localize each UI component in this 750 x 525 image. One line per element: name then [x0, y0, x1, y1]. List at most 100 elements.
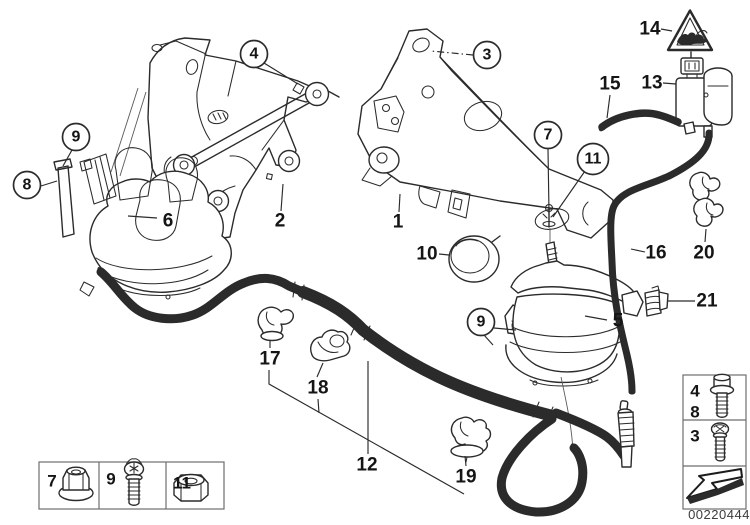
legend-label-9[interactable]: 9 [106, 470, 115, 489]
callout-number: 4 [250, 46, 259, 63]
drawing-number: 00220444 [688, 507, 750, 522]
callout-leader-line [317, 398, 320, 414]
part-clip-19 [450, 416, 492, 463]
callout-circle [466, 307, 496, 337]
callout-leader-line [493, 327, 517, 331]
flange-bolt-icon [709, 373, 735, 418]
callout-10[interactable]: 10 [416, 244, 450, 265]
hex-nut-icon [173, 473, 209, 502]
callout-leader-line [630, 248, 646, 253]
callout-number: 17 [259, 349, 280, 370]
hose-end-connector [617, 400, 635, 468]
callout-leader-line [606, 94, 611, 119]
callout-number: 13 [641, 73, 662, 94]
callout-number: 16 [645, 243, 666, 264]
part-engine-mount-5 [504, 227, 644, 453]
legend-label-7[interactable]: 7 [47, 472, 56, 491]
callout-number: 12 [356, 455, 377, 476]
callout-leader-line [40, 180, 58, 187]
legend-fasteners-right [682, 373, 747, 510]
callout-2[interactable]: 2 [275, 183, 286, 232]
part-vacuum-hose-15 [598, 109, 682, 132]
part-engine-bracket-1 [357, 28, 614, 239]
callout-leader-line [263, 62, 299, 85]
callout-number: 21 [696, 291, 718, 312]
callout-7[interactable]: 7 [533, 120, 563, 214]
callout-9[interactable]: 9 [466, 307, 517, 346]
callout-16[interactable]: 16 [630, 243, 667, 264]
part-clip-18 [310, 329, 351, 362]
callout-12[interactable]: 12 [356, 361, 378, 476]
callout-leader-line [483, 334, 494, 346]
callout-14[interactable]: 14 [639, 19, 673, 40]
callout-number: 5 [613, 311, 624, 332]
callout-number: 11 [585, 151, 602, 168]
legend-label-8[interactable]: 8 [690, 403, 699, 422]
callout-circle [239, 39, 269, 69]
callout-number: 18 [307, 378, 328, 399]
callout-leader-line [662, 82, 677, 85]
callout-number: 15 [599, 74, 621, 95]
callout-4[interactable]: 4 [239, 39, 299, 85]
callout-leader-line [438, 253, 450, 256]
callout-number: 19 [455, 467, 476, 488]
callout-number: 9 [72, 129, 81, 146]
callout-leader-line [316, 362, 324, 378]
callout-19[interactable]: 19 [455, 455, 477, 488]
part-vacuum-valve-13 [675, 57, 733, 138]
callout-11[interactable]: 11 [552, 142, 610, 218]
callout-leader-line [127, 215, 158, 219]
callout-circle [12, 170, 42, 200]
legend-label-11[interactable]: 11 [173, 474, 191, 493]
callout-1[interactable]: 1 [393, 193, 404, 233]
flange-nut-icon [58, 466, 94, 502]
callout-15[interactable]: 15 [599, 74, 621, 119]
callout-leader-line [464, 455, 467, 467]
callout-number: 6 [163, 211, 174, 232]
part-vibration-damper-10 [448, 235, 501, 283]
torque-strut [187, 81, 340, 167]
callout-13[interactable]: 13 [641, 73, 677, 94]
part-engine-mount-6 [53, 147, 232, 300]
callout-number: 9 [477, 314, 486, 331]
callout-number: 1 [393, 212, 404, 233]
callout-leader-line [704, 228, 707, 243]
callout-leader-line [552, 170, 586, 218]
callout-circle [533, 120, 563, 150]
part-vacuum-pipe-16 [607, 129, 713, 395]
callout-leader-line [398, 193, 401, 213]
callout-leader-line [268, 370, 465, 495]
callout-number: 10 [416, 244, 437, 265]
callout-number: 14 [639, 19, 661, 40]
callout-circle [61, 122, 91, 152]
callout-20[interactable]: 20 [693, 228, 715, 264]
callout-number: 3 [483, 47, 492, 64]
legend-fasteners-left [38, 458, 225, 510]
part-vacuum-hose-assembly-12 [96, 266, 635, 517]
callout-6[interactable]: 6 [127, 211, 174, 232]
callout-circle [576, 142, 610, 176]
screw-bolt-icon [123, 458, 145, 506]
callout-17[interactable]: 17 [259, 340, 465, 495]
callout-number: 20 [693, 243, 714, 264]
callout-21[interactable]: 21 [668, 291, 718, 312]
callout-leader-line [62, 149, 73, 167]
callout-5[interactable]: 5 [584, 311, 624, 332]
callout-8[interactable]: 8 [12, 170, 58, 200]
part-clip-21 [644, 285, 669, 317]
callout-leader-line [584, 315, 608, 321]
legend-label-3[interactable]: 3 [690, 427, 699, 446]
legend-label-4[interactable]: 4 [690, 382, 700, 401]
callout-9[interactable]: 9 [61, 122, 91, 167]
callout-18[interactable]: 18 [307, 362, 329, 414]
direction-arrow-icon [686, 468, 744, 504]
callout-number: 7 [544, 127, 553, 144]
callout-leader-line [660, 28, 673, 32]
part-clip-20 [689, 171, 724, 227]
callout-leader-line [547, 148, 550, 214]
callout-3[interactable]: 3 [430, 40, 502, 70]
callout-circle [472, 40, 502, 70]
callout-leader-line [430, 50, 474, 56]
